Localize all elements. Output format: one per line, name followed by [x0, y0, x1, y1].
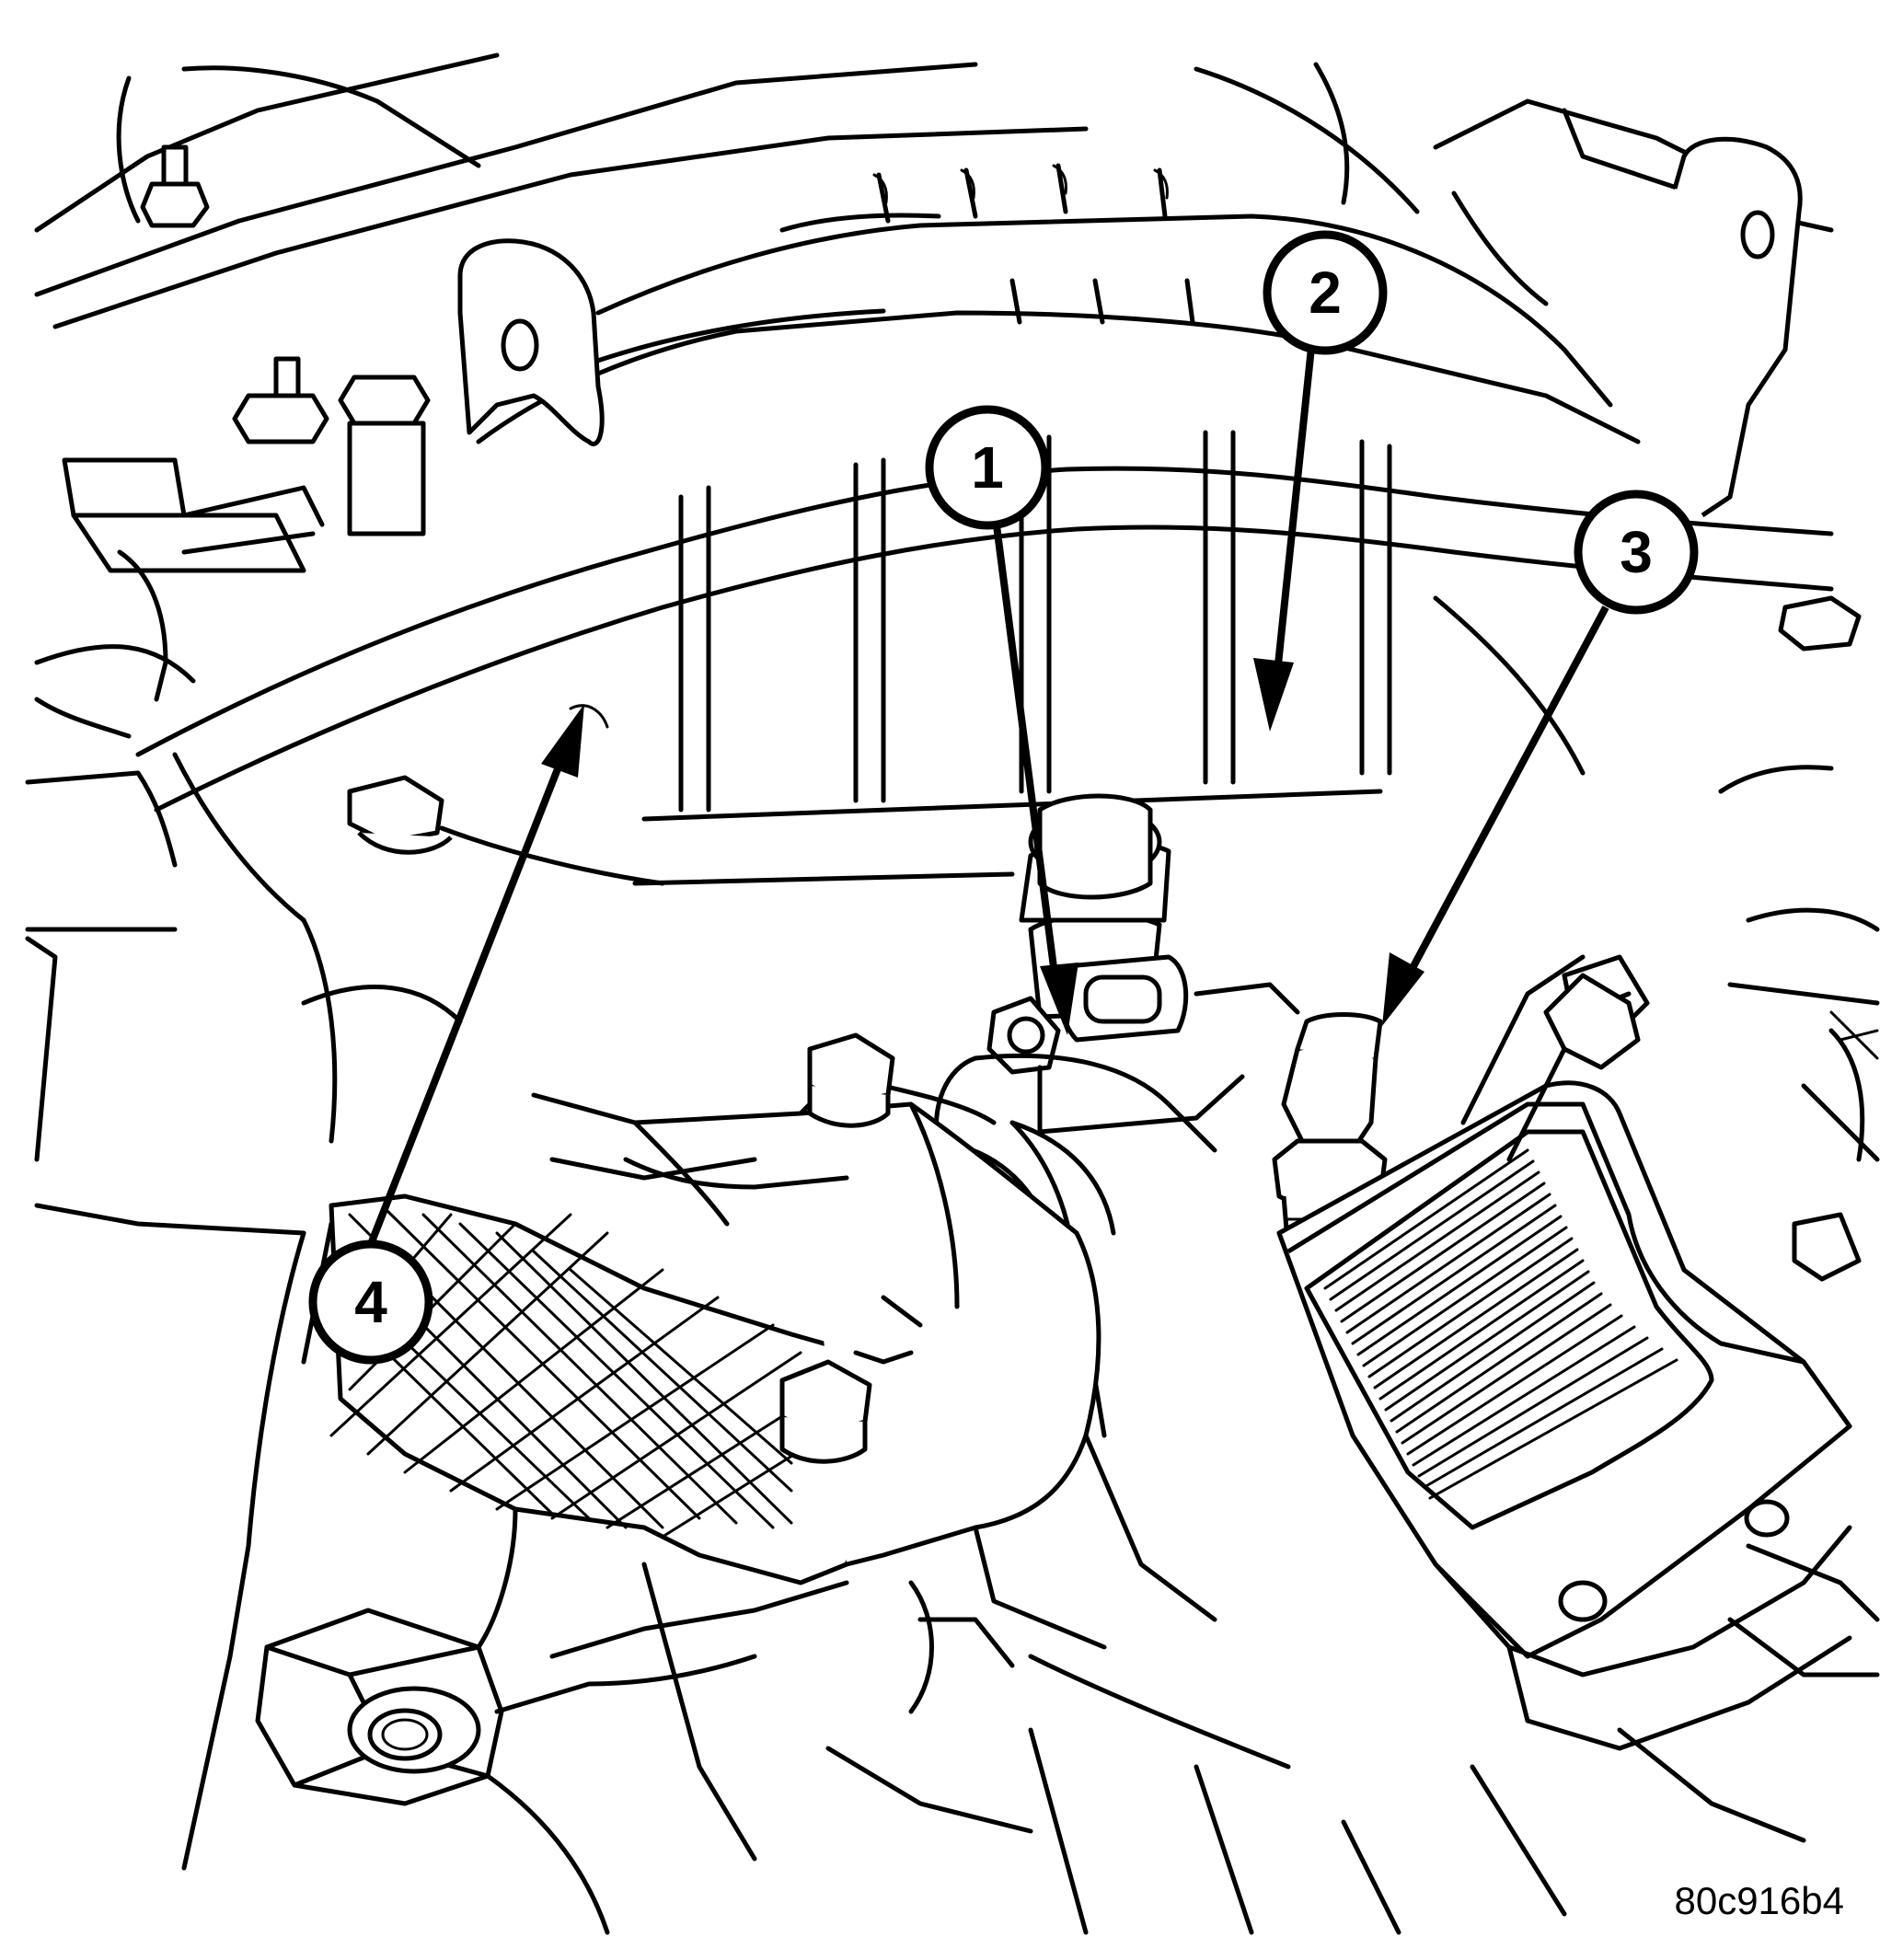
callout-1-label: 1 [971, 434, 1004, 501]
intake-ribs [439, 430, 1392, 886]
callout-4: 4 [308, 1239, 433, 1365]
coil-striations [1323, 1148, 1678, 1500]
callout-2: 2 [1263, 230, 1388, 355]
thermostat-housing [329, 1101, 1101, 1585]
coil-connector [1460, 954, 1641, 1162]
housing-bolts [779, 1032, 895, 1464]
callout-2-label: 2 [1309, 259, 1342, 326]
upper-manifold-outline [34, 52, 1834, 444]
callout-3-label: 3 [1620, 519, 1653, 585]
callout-3: 3 [1574, 490, 1699, 615]
callout-4-label: 4 [354, 1269, 387, 1335]
intake-bolts [347, 595, 1862, 855]
left-frame [25, 549, 338, 1236]
figure-id: 80c916b4 [1674, 1879, 1844, 1922]
left-bracket [457, 238, 605, 446]
left-studs [62, 144, 431, 573]
callout-leaders [367, 347, 1609, 1246]
right-bracket [1672, 136, 1803, 518]
lower-left-frame [181, 1221, 1880, 1935]
callout-1: 1 [925, 405, 1050, 530]
large-hex-nut [255, 1608, 504, 1806]
crosshatch-pattern [329, 1208, 812, 1539]
